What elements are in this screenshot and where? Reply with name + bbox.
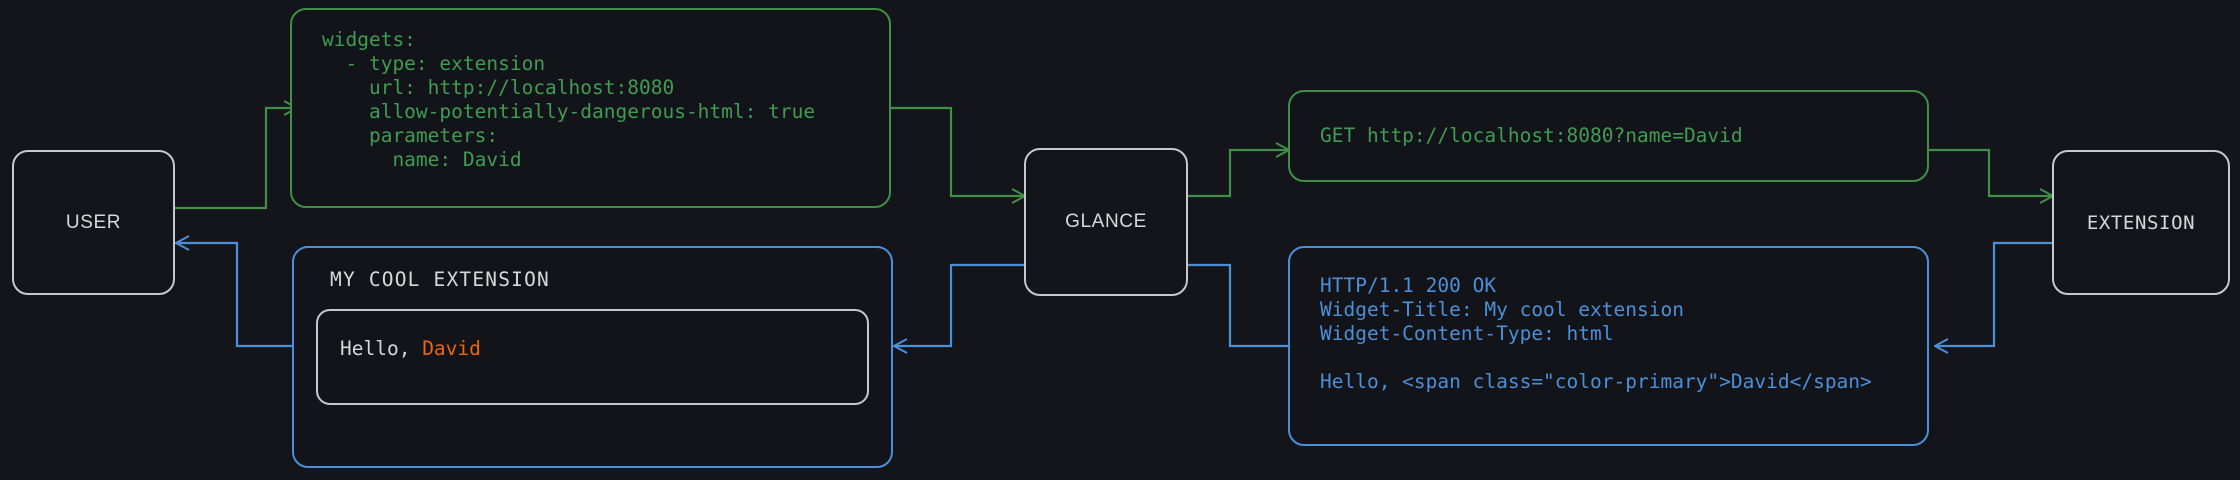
edge-user-to-config [175,108,296,210]
node-user[interactable]: USER [12,150,175,295]
http-response-code: HTTP/1.1 200 OK Widget-Title: My cool ex… [1320,274,1872,393]
edge-rendered-widget-to-user [177,243,296,348]
http-request-code: GET http://localhost:8080?name=David [1320,124,1743,147]
card-http-response[interactable]: HTTP/1.1 200 OK Widget-Title: My cool ex… [1288,246,1929,446]
card-http-request[interactable]: GET http://localhost:8080?name=David [1288,90,1929,182]
config-yaml-code: widgets: - type: extension url: http://l… [322,28,816,171]
rendered-widget-title: MY COOL EXTENSION [330,268,550,291]
node-extension-label: EXTENSION [2086,211,2196,234]
node-glance-label: GLANCE [1065,211,1147,232]
node-user-label: USER [65,211,122,233]
edge-http-response-to-glance [1172,265,1288,348]
card-rendered-widget[interactable]: MY COOL EXTENSION Hello, David [292,246,893,468]
node-extension[interactable]: EXTENSION [2052,150,2230,295]
card-config-yaml[interactable]: widgets: - type: extension url: http://l… [290,8,891,208]
edge-glance-to-rendered-widget [895,263,1024,346]
node-glance[interactable]: GLANCE [1024,148,1188,296]
edge-http-request-to-extension [1929,148,2052,196]
edge-config-to-glance [891,106,1024,196]
rendered-widget-greeting: Hello, [340,337,423,360]
rendered-widget-body: Hello, David [316,309,869,405]
rendered-widget-name: David [422,337,481,360]
edge-extension-to-http-response [1936,241,2052,346]
